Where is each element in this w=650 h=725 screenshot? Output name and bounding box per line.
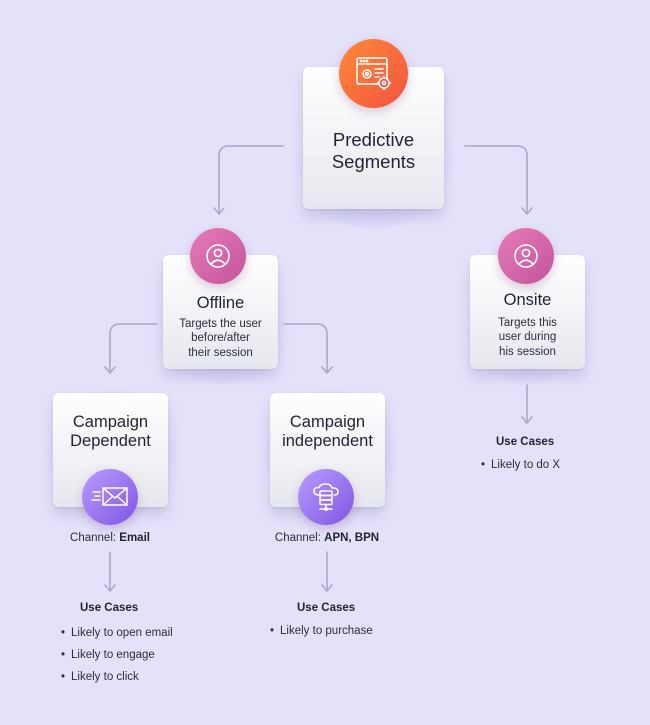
onsite-use-cases-title: Use Cases — [496, 436, 555, 448]
independent-use-cases-title: Use Cases — [297, 602, 356, 614]
dependent-use-cases-list: Likely to open email Likely to engage Li… — [61, 622, 173, 688]
dependent-title-line2: Dependent — [70, 432, 151, 451]
arrow-offline — [213, 207, 225, 215]
offline-description-line: before/after — [191, 332, 250, 345]
offline-description-line: their session — [188, 346, 253, 359]
independent-channel: Channel: APN, BPN — [257, 532, 397, 544]
independent-use-cases-list: Likely to purchase — [270, 620, 373, 642]
use-case-item: Likely to open email — [61, 622, 173, 644]
offline-user-icon — [190, 228, 246, 284]
channel-label: Channel: — [70, 532, 117, 544]
offline-title: Offline — [196, 294, 245, 312]
offline-description-line: Targets the user — [179, 318, 262, 330]
arrow-dependent — [104, 366, 116, 374]
channel-value: APN, BPN — [324, 532, 380, 544]
email-icon — [82, 469, 138, 525]
use-case-item: Likely to click — [61, 666, 173, 688]
dashboard-settings-icon — [339, 39, 408, 108]
independent-title-line1: Campaign — [289, 413, 366, 431]
dependent-title-line1: Campaign — [72, 413, 149, 431]
onsite-use-cases-list: Likely to do X — [481, 454, 560, 476]
onsite-description-line: user during — [498, 331, 557, 344]
connector-offline-dependent — [109, 323, 158, 373]
use-case-item: Likely to do X — [481, 454, 560, 476]
connector-root-onsite — [464, 145, 528, 214]
campaign-dependent-card: Campaign Dependent — [53, 393, 168, 507]
connector-root-offline — [218, 145, 284, 214]
onsite-description-line: his session — [499, 345, 556, 358]
connector-offline-independent — [283, 323, 328, 373]
cloud-server-icon — [298, 469, 354, 525]
channel-label: Channel: — [274, 532, 321, 544]
dependent-channel: Channel: Email — [40, 532, 180, 544]
channel-value: Email — [119, 532, 150, 544]
use-case-item: Likely to engage — [61, 644, 173, 666]
arrow-independent — [321, 366, 333, 374]
onsite-user-icon — [498, 228, 554, 284]
dependent-use-cases-title: Use Cases — [80, 602, 139, 614]
arrow-dependent-usecases — [104, 584, 116, 592]
onsite-title: Onsite — [503, 291, 552, 309]
independent-title-line2: independent — [282, 432, 373, 451]
arrow-onsite — [521, 207, 533, 215]
onsite-description-line: Targets this — [498, 317, 557, 329]
arrow-independent-usecases — [321, 584, 333, 592]
root-title-line2: Segments — [331, 150, 416, 172]
use-case-item: Likely to purchase — [270, 620, 373, 642]
arrow-onsite-usecases — [521, 416, 533, 424]
root-title-line1: Predictive — [332, 129, 415, 150]
